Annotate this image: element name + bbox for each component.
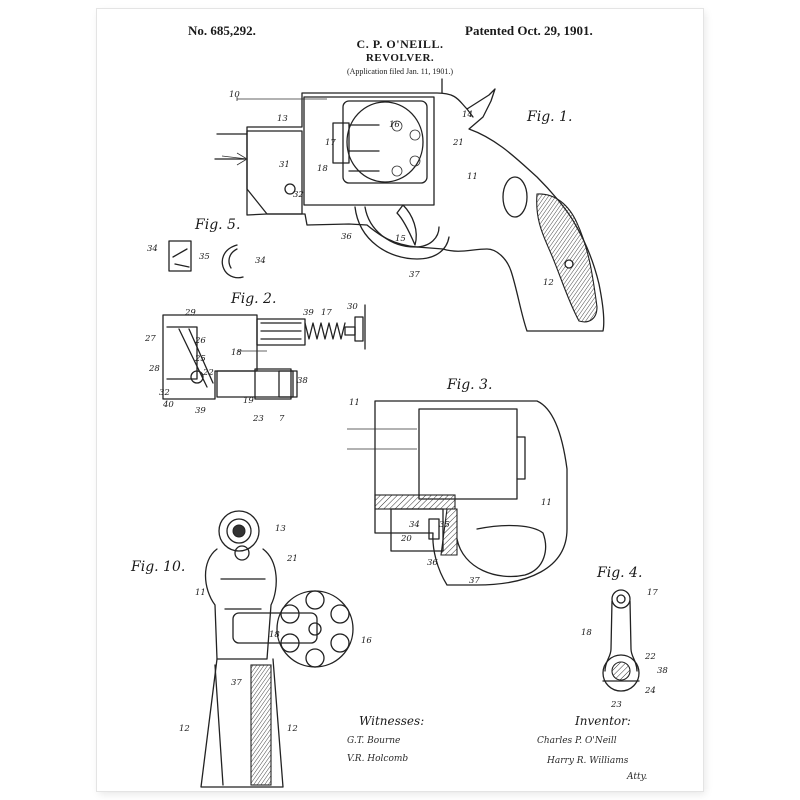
ref-28: 28 bbox=[148, 364, 160, 374]
ref-18-fig4: 18 bbox=[581, 628, 592, 638]
patent-title: REVOLVER. bbox=[365, 52, 435, 64]
ref-16: 16 bbox=[389, 120, 400, 130]
ref-32: 32 bbox=[293, 190, 304, 200]
ref-11-fig10: 11 bbox=[195, 588, 206, 598]
ref-13-fig10: 13 bbox=[275, 524, 286, 534]
ref-26: 26 bbox=[194, 336, 206, 346]
ref-39: 39 bbox=[195, 406, 206, 416]
ref-17: 17 bbox=[325, 138, 336, 148]
attorney-label: Atty. bbox=[626, 772, 647, 782]
figure-5-latch: Fig. 5. 34 35 34 bbox=[147, 217, 266, 279]
ref-12-fig10-right: 12 bbox=[287, 724, 298, 734]
application-filed: (Application filed Jan. 11, 1901.) bbox=[346, 67, 454, 76]
ref-11-fig3-top: 11 bbox=[349, 398, 360, 408]
ref-18: 18 bbox=[317, 164, 328, 174]
ref-18-fig10: 18 bbox=[269, 630, 280, 640]
ref-40: 40 bbox=[162, 400, 174, 410]
ref-11: 11 bbox=[467, 172, 478, 182]
ref-14: 14 bbox=[462, 110, 473, 120]
fig5-label: Fig. 5. bbox=[194, 217, 240, 233]
ref-21-fig10: 21 bbox=[286, 554, 298, 564]
fig3-label: Fig. 3. bbox=[446, 377, 492, 393]
figure-2-mechanism: Fig. 2. 29 39 17 30 27 26 25 18 bbox=[144, 291, 366, 424]
ref-10: 10 bbox=[229, 90, 240, 100]
ref-25: 25 bbox=[194, 354, 206, 364]
ref-23: 23 bbox=[252, 414, 264, 424]
ref-7: 7 bbox=[279, 414, 285, 424]
ref-24: 24 bbox=[644, 686, 656, 696]
ref-17-fig4: 17 bbox=[647, 588, 658, 598]
ref-34-fig3: 34 bbox=[409, 520, 420, 530]
inventor-signature: Charles P. O'Neill bbox=[537, 736, 617, 746]
ref-11-fig3: 11 bbox=[541, 498, 552, 508]
figure-1-revolver-side: Fig. 1. 10 13 16 14 17 21 11 31 18 32 36… bbox=[214, 78, 605, 332]
patent-drawing: Fig. 1. 10 13 16 14 17 21 11 31 18 32 36… bbox=[130, 78, 668, 788]
patent-date: Patented Oct. 29, 1901. bbox=[465, 23, 593, 38]
witnesses-label: Witnesses: bbox=[359, 714, 424, 728]
ref-36: 36 bbox=[341, 232, 352, 242]
ref-31: 31 bbox=[279, 160, 290, 170]
ref-37-fig3: 37 bbox=[469, 576, 480, 586]
inventor-name: C. P. O'NEILL. bbox=[356, 37, 444, 51]
ref-38: 38 bbox=[297, 376, 308, 386]
ref-37-fig10: 37 bbox=[231, 678, 242, 688]
ref-27: 27 bbox=[144, 334, 156, 344]
figure-10-front-view: Fig. 10. 13 21 11 18 16 37 12 bbox=[130, 510, 372, 788]
fig10-label: Fig. 10. bbox=[130, 559, 185, 575]
ref-37: 37 bbox=[409, 270, 420, 280]
ref-38-fig4: 38 bbox=[657, 666, 668, 676]
ref-19: 19 bbox=[243, 396, 254, 406]
ref-29: 29 bbox=[184, 308, 196, 318]
ref-18-fig2: 18 bbox=[231, 348, 242, 358]
ref-36-fig3: 36 bbox=[427, 558, 438, 568]
attorney-signature: Harry R. Williams bbox=[546, 756, 629, 766]
ref-12-fig10-left: 12 bbox=[179, 724, 190, 734]
ref-12: 12 bbox=[543, 278, 554, 288]
ref-35: 35 bbox=[199, 252, 210, 262]
ref-22-fig4: 22 bbox=[644, 652, 656, 662]
figure-4-crane: Fig. 4. 17 18 22 38 24 23 bbox=[581, 565, 668, 710]
witness-2-signature: V.R. Holcomb bbox=[347, 754, 408, 764]
ref-32-fig2: 32 bbox=[159, 388, 170, 398]
ref-17-fig2: 17 bbox=[321, 308, 332, 318]
ref-15: 15 bbox=[395, 234, 406, 244]
figure-3-frame-section: Fig. 3. 11 11 34 35 20 36 37 bbox=[347, 377, 568, 586]
ref-34-a: 34 bbox=[147, 244, 158, 254]
fig2-label: Fig. 2. bbox=[230, 291, 276, 307]
ref-20: 20 bbox=[400, 534, 412, 544]
fig4-label: Fig. 4. bbox=[596, 565, 642, 581]
ref-16-fig10: 16 bbox=[361, 636, 372, 646]
ref-13: 13 bbox=[277, 114, 288, 124]
signature-block: Witnesses: G.T. Bourne V.R. Holcomb Inve… bbox=[347, 714, 647, 782]
patent-sheet: No. 685,292. Patented Oct. 29, 1901. C. … bbox=[97, 9, 703, 791]
ref-21: 21 bbox=[452, 138, 464, 148]
ref-39-top: 39 bbox=[303, 308, 314, 318]
ref-35-fig3: 35 bbox=[439, 520, 450, 530]
witness-1-signature: G.T. Bourne bbox=[347, 736, 400, 746]
ref-23-fig4: 23 bbox=[610, 700, 622, 710]
ref-34-b: 34 bbox=[255, 256, 266, 266]
patent-number: No. 685,292. bbox=[188, 23, 256, 38]
ref-22: 22 bbox=[202, 368, 214, 378]
inventor-label: Inventor: bbox=[574, 714, 631, 728]
fig1-label: Fig. 1. bbox=[526, 109, 572, 125]
ref-30: 30 bbox=[347, 302, 358, 312]
